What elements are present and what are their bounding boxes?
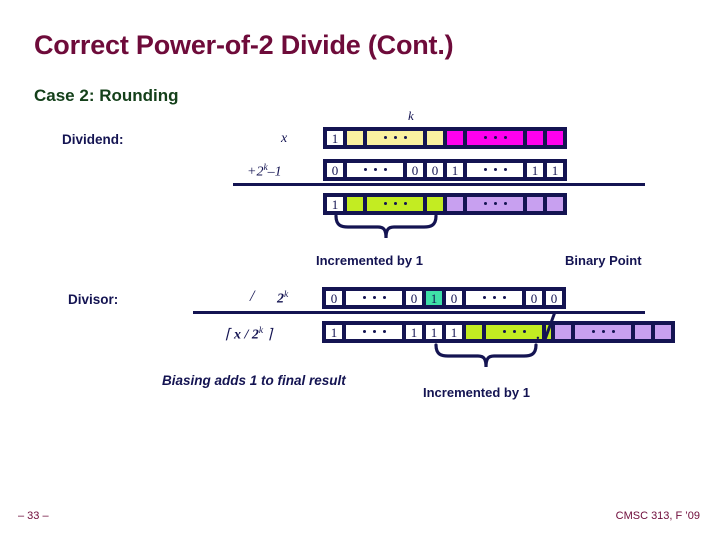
dividend-x-bits: 1 [323, 127, 567, 149]
bit-cell [465, 129, 525, 147]
ellipsis-icon [363, 167, 387, 171]
ellipsis-icon [482, 295, 506, 299]
ellipsis-icon [483, 167, 507, 171]
divisor-label: Divisor: [68, 292, 119, 307]
bit-cell [425, 129, 445, 147]
bit-cell: 1 [325, 129, 345, 147]
bit-cell: 1 [404, 323, 424, 341]
divisor-exponent: k [284, 290, 289, 300]
bit-cell [464, 323, 484, 341]
bit-cell: 0 [325, 161, 345, 179]
bit-cell: 1 [424, 289, 444, 307]
ceiling-expression: ⌈ x / 2k ⌉ [225, 326, 272, 344]
bit-cell [344, 289, 404, 307]
ellipsis-icon [502, 329, 526, 333]
incremented-brace-top [334, 214, 438, 239]
result-fraction-bits [551, 321, 675, 343]
bit-cell [633, 323, 653, 341]
course-credit: CMSC 313, F ’09 [615, 510, 700, 522]
dividend-sum-rule [233, 183, 645, 186]
divisor-base: 2 [277, 291, 284, 307]
incremented-by-1-top-label: Incremented by 1 [316, 253, 423, 268]
bit-cell: 0 [524, 289, 544, 307]
bit-cell [484, 323, 544, 341]
bit-cell: 0 [444, 289, 464, 307]
bit-cell: 1 [444, 323, 464, 341]
bit-cell [553, 323, 573, 341]
bit-cell [545, 129, 565, 147]
incremented-brace-bottom [434, 343, 538, 368]
bias-expression: +2k–1 [247, 163, 282, 181]
sum-bits: 1 [323, 193, 567, 215]
bit-cell: 1 [545, 161, 565, 179]
ellipsis-icon [362, 295, 386, 299]
ellipsis-icon [483, 135, 507, 139]
bit-cell [365, 129, 425, 147]
binary-point-dot: . [536, 327, 540, 343]
bit-cell: 0 [544, 289, 564, 307]
bit-cell: 1 [324, 323, 344, 341]
bias-suffix: –1 [267, 164, 282, 180]
ellipsis-icon [362, 329, 386, 333]
bit-cell: 1 [525, 161, 545, 179]
divide-slash: / [250, 288, 255, 305]
bit-cell [365, 195, 425, 213]
bit-cell: 0 [404, 289, 424, 307]
bit-cell: 1 [445, 161, 465, 179]
page-title: Correct Power-of-2 Divide (Cont.) [34, 30, 454, 60]
bit-cell [445, 129, 465, 147]
ellipsis-icon [383, 135, 407, 139]
bit-cell [525, 195, 545, 213]
k-marker-label: k [408, 108, 414, 123]
divisor-power: 2k [277, 290, 288, 308]
bit-cell [345, 195, 365, 213]
ceiling-open-bracket: ⌈ [225, 327, 231, 343]
bit-cell [465, 195, 525, 213]
ceiling-exponent: k [258, 326, 264, 336]
bit-cell [573, 323, 633, 341]
ceiling-body: x / 2 [233, 327, 259, 343]
bit-cell [465, 161, 525, 179]
bit-cell [545, 195, 565, 213]
bit-cell [425, 195, 445, 213]
bit-cell: 0 [405, 161, 425, 179]
dividend-label: Dividend: [62, 132, 124, 147]
divisor-result-rule [193, 311, 645, 314]
bit-cell [344, 323, 404, 341]
incremented-by-1-bottom-label: Incremented by 1 [423, 385, 530, 400]
bias-prefix: +2 [247, 164, 264, 180]
bit-cell [525, 129, 545, 147]
case-subtitle: Case 2: Rounding [34, 86, 179, 105]
bit-cell [464, 289, 524, 307]
ellipsis-icon [483, 201, 507, 205]
ellipsis-icon [591, 329, 615, 333]
page-number: – 33 – [18, 510, 49, 522]
bit-cell [345, 129, 365, 147]
ceiling-close-bracket: ⌉ [266, 327, 273, 343]
binary-point-label: Binary Point [565, 253, 642, 268]
bias-exponent: k [263, 163, 268, 173]
dividend-x-label: x [281, 131, 288, 146]
bit-cell [445, 195, 465, 213]
ellipsis-icon [383, 201, 407, 205]
bit-cell: 1 [424, 323, 444, 341]
bit-cell [653, 323, 673, 341]
bit-cell: 0 [324, 289, 344, 307]
biasing-note-label: Biasing adds 1 to final result [162, 373, 346, 388]
bit-cell: 0 [425, 161, 445, 179]
bit-cell: 1 [325, 195, 345, 213]
bit-cell [345, 161, 405, 179]
